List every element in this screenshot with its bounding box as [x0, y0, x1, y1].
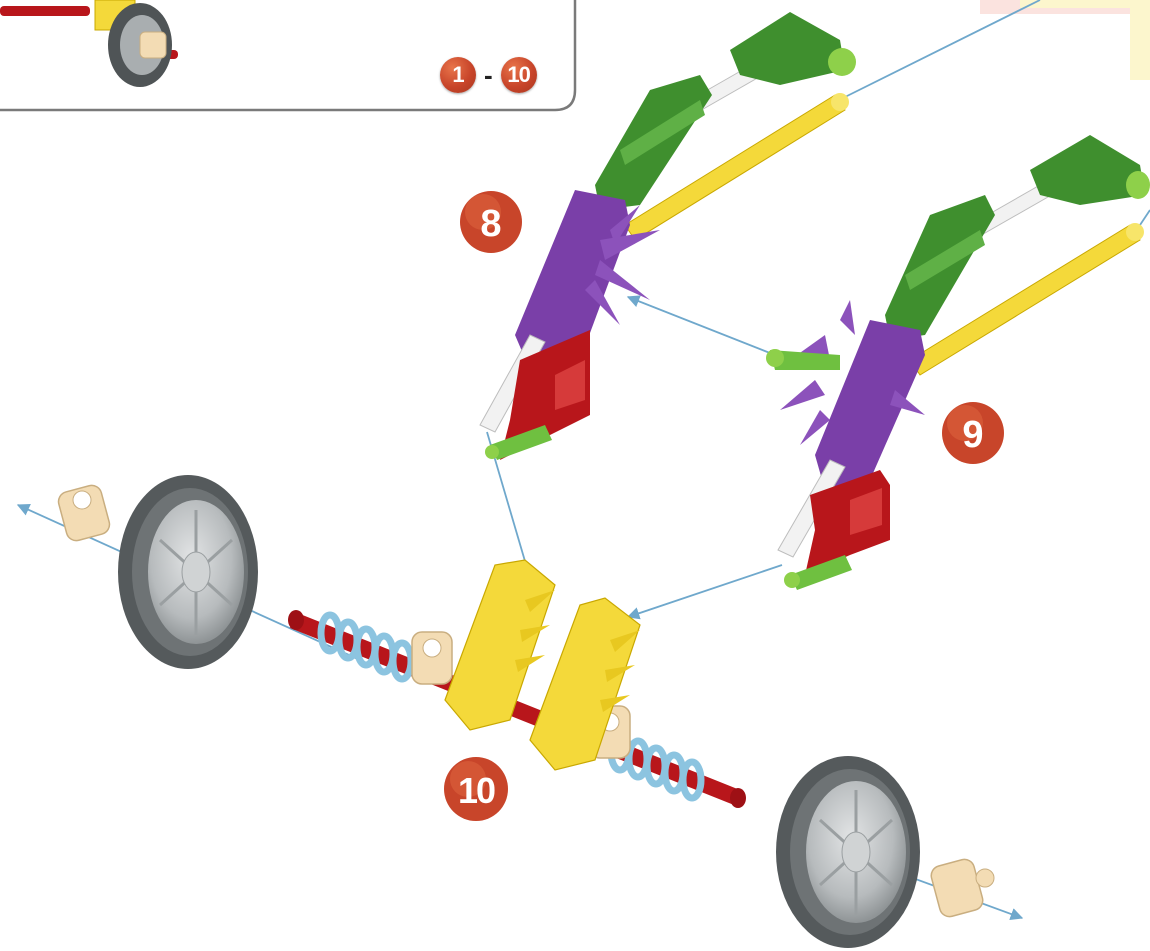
step-10-badge: 10 — [444, 757, 508, 821]
arrow-right-edge — [1140, 210, 1150, 225]
range-end-badge: 10 — [501, 57, 537, 93]
axle-end-left — [288, 610, 304, 630]
frame-assembly-9 — [766, 135, 1150, 590]
inset-wheel — [108, 3, 172, 87]
range-separator: - — [484, 60, 493, 91]
step-8-badge: 8 — [460, 191, 522, 253]
step-range-indicator: 1 - 10 — [440, 56, 537, 94]
yellow-clip-left — [445, 560, 555, 730]
step-8-label: 8 — [480, 203, 501, 245]
step-9-badge: 9 — [942, 402, 1004, 464]
step-10-label: 10 — [458, 770, 495, 811]
arrow-9-to-clip — [628, 565, 782, 617]
left-wheel — [118, 475, 258, 669]
axle-assembly-10 — [288, 560, 746, 808]
arrow-9-to-8 — [628, 297, 775, 355]
step-9-label: 9 — [962, 414, 983, 456]
tan-spacer-left-outer — [56, 483, 111, 543]
faded-previous-frame — [980, 0, 1150, 80]
tan-spacer-right-outer — [929, 857, 994, 919]
range-start-badge: 1 — [440, 57, 476, 93]
axle-end-right — [730, 788, 746, 808]
right-wheel — [776, 756, 920, 948]
tan-spacer-left-inner — [412, 632, 452, 684]
arrow-to-top-frame — [843, 0, 1040, 98]
